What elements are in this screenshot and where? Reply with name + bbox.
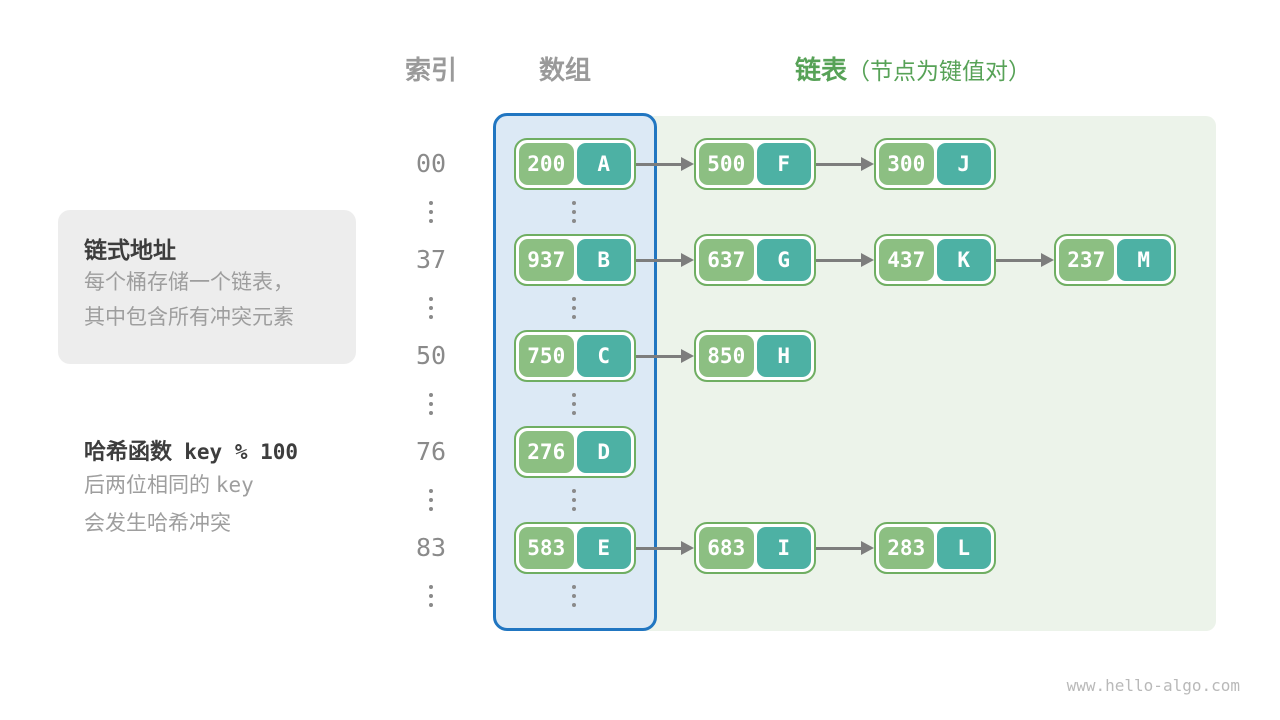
link-arrow [636, 253, 694, 267]
arrow-head [861, 541, 874, 555]
bucket-index-label: 37 [415, 245, 447, 274]
vertical-ellipsis [429, 201, 433, 223]
arrow-shaft [816, 546, 862, 550]
node-key-pill: 437 [879, 239, 934, 281]
bucket-index-label: 50 [415, 341, 447, 370]
arrow-shaft [636, 258, 682, 262]
hash-note-line2: 会发生哈希冲突 [84, 505, 298, 543]
node-key-pill: 937 [519, 239, 574, 281]
node-value-pill: C [576, 335, 631, 377]
link-arrow [816, 157, 874, 171]
watermark: www.hello-algo.com [1066, 676, 1240, 695]
node-value-pill: M [1116, 239, 1171, 281]
bucket-index-label: 76 [415, 437, 447, 466]
vertical-ellipsis [572, 393, 576, 415]
node-key-pill: 850 [699, 335, 754, 377]
node-value-pill: E [576, 527, 631, 569]
node-value-pill: H [756, 335, 811, 377]
arrow-head [681, 349, 694, 363]
chaining-callout-line1: 每个桶存储一个链表， [84, 271, 294, 294]
link-arrow [636, 157, 694, 171]
arrow-shaft [636, 354, 682, 358]
arrow-head [681, 541, 694, 555]
arrow-head [681, 253, 694, 267]
node-value-pill: G [756, 239, 811, 281]
arrow-shaft [636, 162, 682, 166]
node-value-pill: F [756, 143, 811, 185]
hash-function-note: 哈希函数 key % 100 后两位相同的 key 会发生哈希冲突 [84, 434, 298, 543]
hash-function-formula: key % 100 [184, 440, 299, 464]
node-value-pill: K [936, 239, 991, 281]
node-key-pill: 300 [879, 143, 934, 185]
vertical-ellipsis [572, 201, 576, 223]
vertical-ellipsis [429, 297, 433, 319]
header-index: 索引 [404, 55, 457, 85]
vertical-ellipsis [572, 489, 576, 511]
chaining-callout-title: 链式地址 [84, 237, 176, 263]
link-arrow [816, 541, 874, 555]
node-key-pill: 637 [699, 239, 754, 281]
node-key-pill: 583 [519, 527, 574, 569]
hash-note-line1: 后两位相同的 key [84, 466, 298, 505]
hash-note-line1-text: 后两位相同的 [84, 474, 216, 497]
hash-note-line1-code: key [215, 473, 254, 497]
node-value-pill: D [576, 431, 631, 473]
arrow-shaft [816, 162, 862, 166]
bucket-index-label: 00 [415, 149, 447, 178]
arrow-head [1041, 253, 1054, 267]
hash-note-line2-text: 会发生哈希冲突 [84, 512, 231, 535]
node-key-pill: 237 [1059, 239, 1114, 281]
arrow-shaft [996, 258, 1042, 262]
link-arrow [996, 253, 1054, 267]
vertical-ellipsis [572, 297, 576, 319]
arrow-head [681, 157, 694, 171]
link-arrow [636, 349, 694, 363]
node-value-pill: J [936, 143, 991, 185]
link-arrow [816, 253, 874, 267]
bucket-index-label: 83 [415, 533, 447, 562]
arrow-shaft [816, 258, 862, 262]
link-arrow [636, 541, 694, 555]
vertical-ellipsis [429, 393, 433, 415]
chaining-callout-line2: 其中包含所有冲突元素 [84, 306, 294, 329]
header-linked-list-label: 链表 [795, 55, 848, 85]
node-key-pill: 750 [519, 335, 574, 377]
node-value-pill: A [576, 143, 631, 185]
vertical-ellipsis [429, 585, 433, 607]
node-value-pill: L [936, 527, 991, 569]
hash-function-label: 哈希函数 [84, 439, 173, 464]
arrow-head [861, 253, 874, 267]
header-linked-list-note: （节点为键值对） [847, 58, 1032, 84]
node-key-pill: 276 [519, 431, 574, 473]
node-key-pill: 283 [879, 527, 934, 569]
hash-function-title: 哈希函数 key % 100 [84, 434, 298, 466]
node-value-pill: B [576, 239, 631, 281]
vertical-ellipsis [572, 585, 576, 607]
chaining-callout: 链式地址 每个桶存储一个链表， 其中包含所有冲突元素 [58, 210, 356, 364]
header-array: 数组 [538, 55, 591, 85]
arrow-shaft [636, 546, 682, 550]
arrow-head [861, 157, 874, 171]
vertical-ellipsis [429, 489, 433, 511]
node-key-pill: 500 [699, 143, 754, 185]
header-linked-list: 链表（节点为键值对） [795, 54, 1031, 86]
node-key-pill: 683 [699, 527, 754, 569]
node-key-pill: 200 [519, 143, 574, 185]
node-value-pill: I [756, 527, 811, 569]
